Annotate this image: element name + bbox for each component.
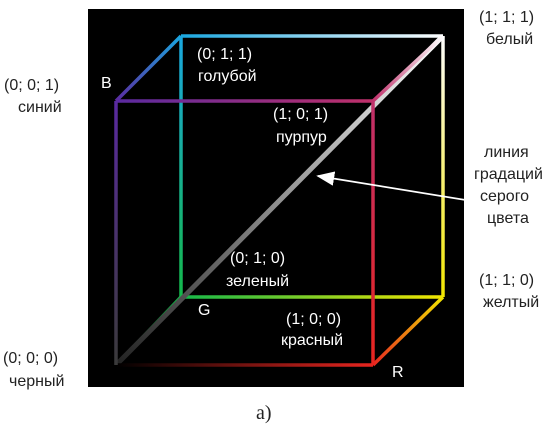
black-coord-label: (0; 0; 0): [3, 350, 59, 367]
grey-line-label-4: цвета: [487, 210, 529, 227]
grey-line-label-3: серого: [480, 188, 530, 205]
axis-r-label: R: [392, 364, 404, 381]
yellow-name-label: желтый: [483, 294, 540, 311]
axis-b-label: B: [101, 75, 112, 92]
cube-panel: (0; 1; 1) голубой (1; 0; 1) пурпур (0; 1…: [88, 9, 464, 387]
figure-caption: а): [256, 402, 272, 424]
edge-blue-cyan: [114, 34, 183, 103]
magenta-coord-label: (1; 0; 1): [273, 106, 329, 123]
rgb-cube-diagram: [114, 34, 464, 367]
grey-line-label-1: линия: [484, 144, 529, 161]
black-name-label: черный: [9, 373, 65, 390]
green-name-label: зеленый: [226, 273, 290, 290]
blue-name-label: синий: [18, 99, 62, 116]
cyan-name-label: голубой: [198, 68, 257, 85]
grey-diagonal-line: [114, 34, 445, 367]
yellow-coord-label: (1; 1; 0): [479, 272, 535, 289]
edge-magenta-white: [371, 34, 445, 103]
blue-coord-label: (0; 0; 1): [4, 77, 60, 94]
grey-line-label-2: градаций: [474, 166, 543, 183]
cyan-coord-label: (0; 1; 1): [197, 46, 253, 63]
magenta-name-label: пурпур: [276, 129, 327, 146]
green-coord-label: (0; 1; 0): [230, 250, 286, 267]
grey-line-pointer-arrow: [316, 171, 464, 201]
red-name-label: красный: [281, 332, 344, 349]
white-name-label: белый: [486, 31, 534, 48]
white-coord-label: (1; 1; 1): [479, 9, 535, 26]
axis-g-label: G: [198, 302, 211, 319]
red-coord-label: (1; 0; 0): [286, 311, 342, 328]
edge-red-yellow: [371, 295, 445, 367]
